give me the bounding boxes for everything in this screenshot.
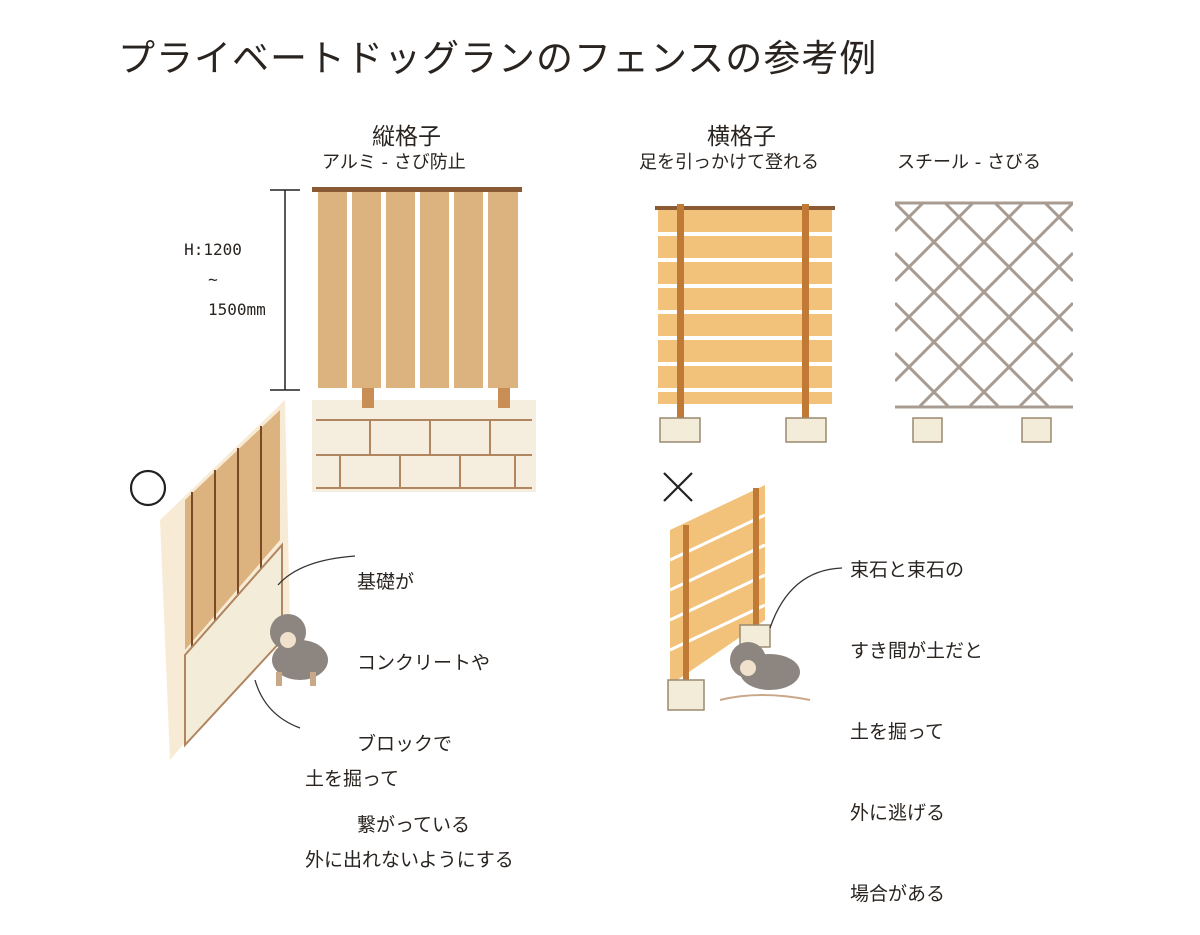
dog-digging-illustration: [719, 642, 811, 701]
steel-lattice-fence: [895, 201, 1073, 443]
bad-cross-mark: [663, 472, 693, 502]
note-line: コンクリートや: [357, 652, 491, 674]
note-line: ブロックで: [357, 733, 453, 755]
height-min: H:1200: [184, 240, 242, 259]
bad-example-fence: [667, 485, 771, 711]
height-tilde: ~: [208, 270, 218, 289]
good-example-fence: [160, 400, 290, 760]
note-line: 土を掘って: [850, 721, 945, 743]
gap-note: 束石と束石の すき間が土だと 土を掘って 外に逃げる 場合がある: [850, 503, 983, 935]
horizontal-subtitle: 足を引っかけて登れる: [639, 152, 819, 173]
good-circle-mark: [129, 469, 167, 507]
vertical-subtitle: アルミ - さび防止: [322, 152, 466, 173]
note-line: 土を掘って: [305, 768, 400, 790]
horizontal-heading: 横格子: [707, 124, 776, 150]
vertical-slat-fence: [270, 187, 536, 492]
height-max: 1500mm: [208, 300, 266, 319]
note-line: 外に逃げる: [850, 802, 946, 824]
lattice-subtitle: スチール - さびる: [897, 152, 1041, 173]
dog-illustration: [270, 614, 328, 686]
note-line: すき間が土だと: [850, 640, 984, 662]
no-escape-note: 土を掘って 外に出れないようにする: [305, 712, 514, 901]
fence-illustrations: [129, 187, 1073, 760]
height-dimension: H:1200 ~ 1500mm: [168, 235, 266, 325]
note-line: 束石と束石の: [850, 559, 965, 581]
note-line: 基礎が: [357, 571, 415, 593]
page-title: プライベートドッグランのフェンスの参考例: [118, 37, 878, 80]
horizontal-slat-fence: [655, 204, 835, 443]
vertical-heading: 縦格子: [372, 124, 441, 150]
note-line: 場合がある: [850, 883, 946, 905]
note-line: 外に出れないようにする: [305, 849, 514, 871]
